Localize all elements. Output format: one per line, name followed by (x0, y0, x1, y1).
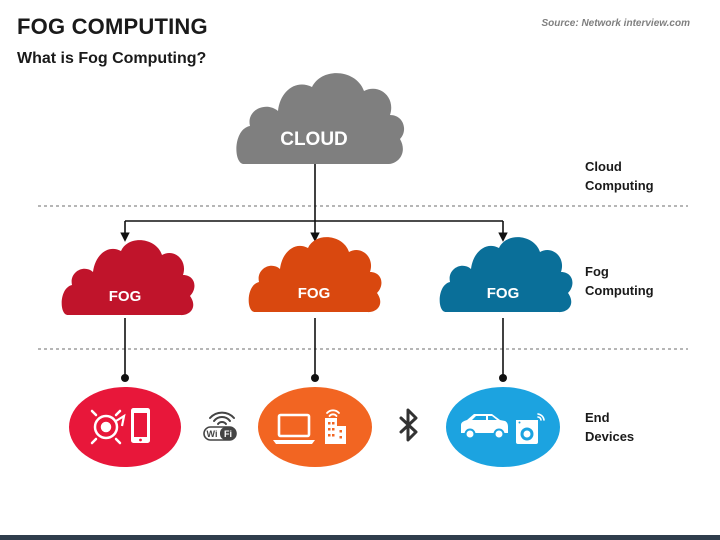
cloud-node: CLOUD (236, 73, 405, 165)
smart-building-icon (325, 409, 346, 444)
page-subtitle: What is Fog Computing? (17, 50, 207, 67)
device-group-3 (446, 387, 560, 467)
layer-label-cloud: Cloud Computing (585, 157, 695, 195)
fog-node-2: FOG (248, 237, 382, 313)
source-credit: Source: Network interview.com (541, 18, 690, 29)
device-ellipse (69, 387, 181, 467)
cloud-fog-connectors (120, 164, 508, 242)
washing-machine-icon (516, 413, 545, 444)
fog-label: FOG (298, 285, 331, 302)
cloud-shape (236, 73, 405, 165)
layer-label-fog: Fog Computing (585, 262, 695, 300)
layer-label-line: Cloud (585, 159, 622, 174)
footer-bar (0, 535, 720, 540)
fog-cloud-shape (61, 240, 195, 316)
wifi-label-left: Wi (207, 429, 218, 439)
fog-label: FOG (487, 285, 520, 302)
robot-arm-icon (90, 409, 126, 445)
car-icon (461, 414, 508, 440)
cloud-label: CLOUD (280, 129, 348, 150)
layer-label-line: Fog (585, 264, 609, 279)
device-group-1 (69, 387, 181, 467)
fog-device-connectors (121, 318, 507, 382)
layer-label-line: Computing (585, 178, 654, 193)
layer-label-line: Computing (585, 283, 654, 298)
fog-node-3: FOG (439, 237, 573, 313)
smartphone-icon (131, 408, 150, 443)
device-ellipse (258, 387, 372, 467)
wifi-icon: Wi Fi (203, 411, 237, 441)
fog-cloud-shape (248, 237, 382, 313)
page-title: FOG COMPUTING (17, 14, 208, 39)
device-group-2 (258, 387, 372, 467)
bluetooth-icon (399, 408, 418, 442)
laptop-icon (273, 413, 315, 444)
layer-label-line: Devices (585, 429, 635, 444)
fog-cloud-shape (439, 237, 573, 313)
wifi-label-right: Fi (224, 429, 232, 439)
fog-label: FOG (109, 288, 142, 305)
layer-label-line: End (585, 410, 610, 425)
layer-label-devices: End Devices (585, 408, 695, 446)
fog-node-1: FOG (61, 240, 195, 316)
